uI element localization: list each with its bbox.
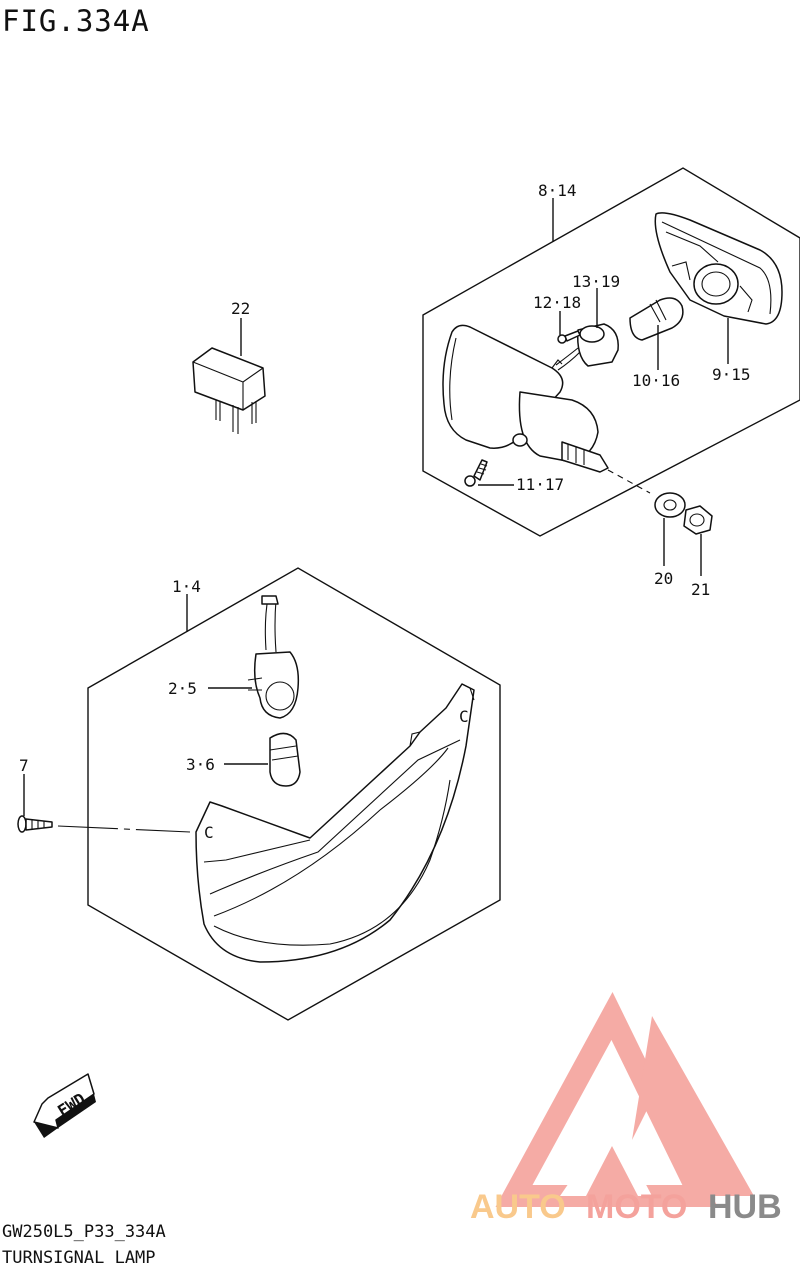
callout-8-14: 8·14 <box>538 181 577 200</box>
callout-11-17: 11·17 <box>516 475 564 494</box>
socket-rear <box>555 323 619 371</box>
svg-text:C: C <box>204 823 214 842</box>
watermark-text-auto: AUTO <box>470 1188 566 1226</box>
socket-front <box>247 595 300 719</box>
turn-signal-relay <box>192 347 266 434</box>
screw-socket <box>557 330 581 344</box>
screw-front <box>17 815 53 833</box>
callout-3-6: 3·6 <box>186 755 215 774</box>
lamp-body-front: C C <box>195 683 475 963</box>
watermark-text-hub: HUB <box>708 1188 782 1226</box>
assembly-outline-lower <box>87 567 501 1021</box>
callout-9-15: 9·15 <box>712 365 751 384</box>
bulb-front <box>269 732 301 787</box>
footer-code: GW250L5_P33_334A <box>2 1222 166 1242</box>
callout-10-16: 10·16 <box>632 371 680 390</box>
callout-2-5: 2·5 <box>168 679 197 698</box>
footer-name: TURNSIGNAL LAMP <box>2 1248 156 1268</box>
callout-21: 21 <box>691 580 710 599</box>
callout-13-19: 13·19 <box>572 272 620 291</box>
screw-rear-lens <box>464 459 488 487</box>
watermark-logo <box>495 992 754 1207</box>
callout-22: 22 <box>231 299 250 318</box>
lamp-body-rear <box>654 212 783 325</box>
watermark-text-moto: MOTO <box>586 1188 687 1226</box>
nut <box>683 505 713 535</box>
fwd-arrow-icon: FWD <box>33 1073 96 1138</box>
svg-text:C: C <box>459 707 469 726</box>
bulb-rear <box>629 297 684 341</box>
washer <box>654 492 686 518</box>
assembly-outline-upper <box>422 167 800 537</box>
callout-1-4: 1·4 <box>172 577 201 596</box>
figure-title: FIG.334A <box>2 4 150 38</box>
callout-20: 20 <box>654 569 673 588</box>
lens-housing-rear <box>442 324 609 473</box>
callout-12-18: 12·18 <box>533 293 581 312</box>
callout-7: 7 <box>19 756 29 775</box>
